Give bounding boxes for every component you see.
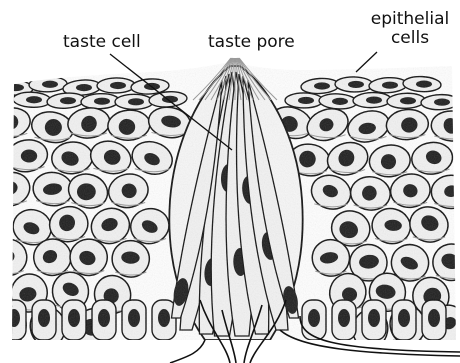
epithelial-cells-label-line1: epithelial xyxy=(362,10,458,29)
epithelial-cells-label: epithelial cells xyxy=(362,10,458,48)
taste-cell-label: taste cell xyxy=(63,33,141,52)
taste-pore-label: taste pore xyxy=(208,33,295,52)
epithelial-cells-label-line2: cells xyxy=(362,29,458,48)
nerve-fiber xyxy=(170,340,205,363)
